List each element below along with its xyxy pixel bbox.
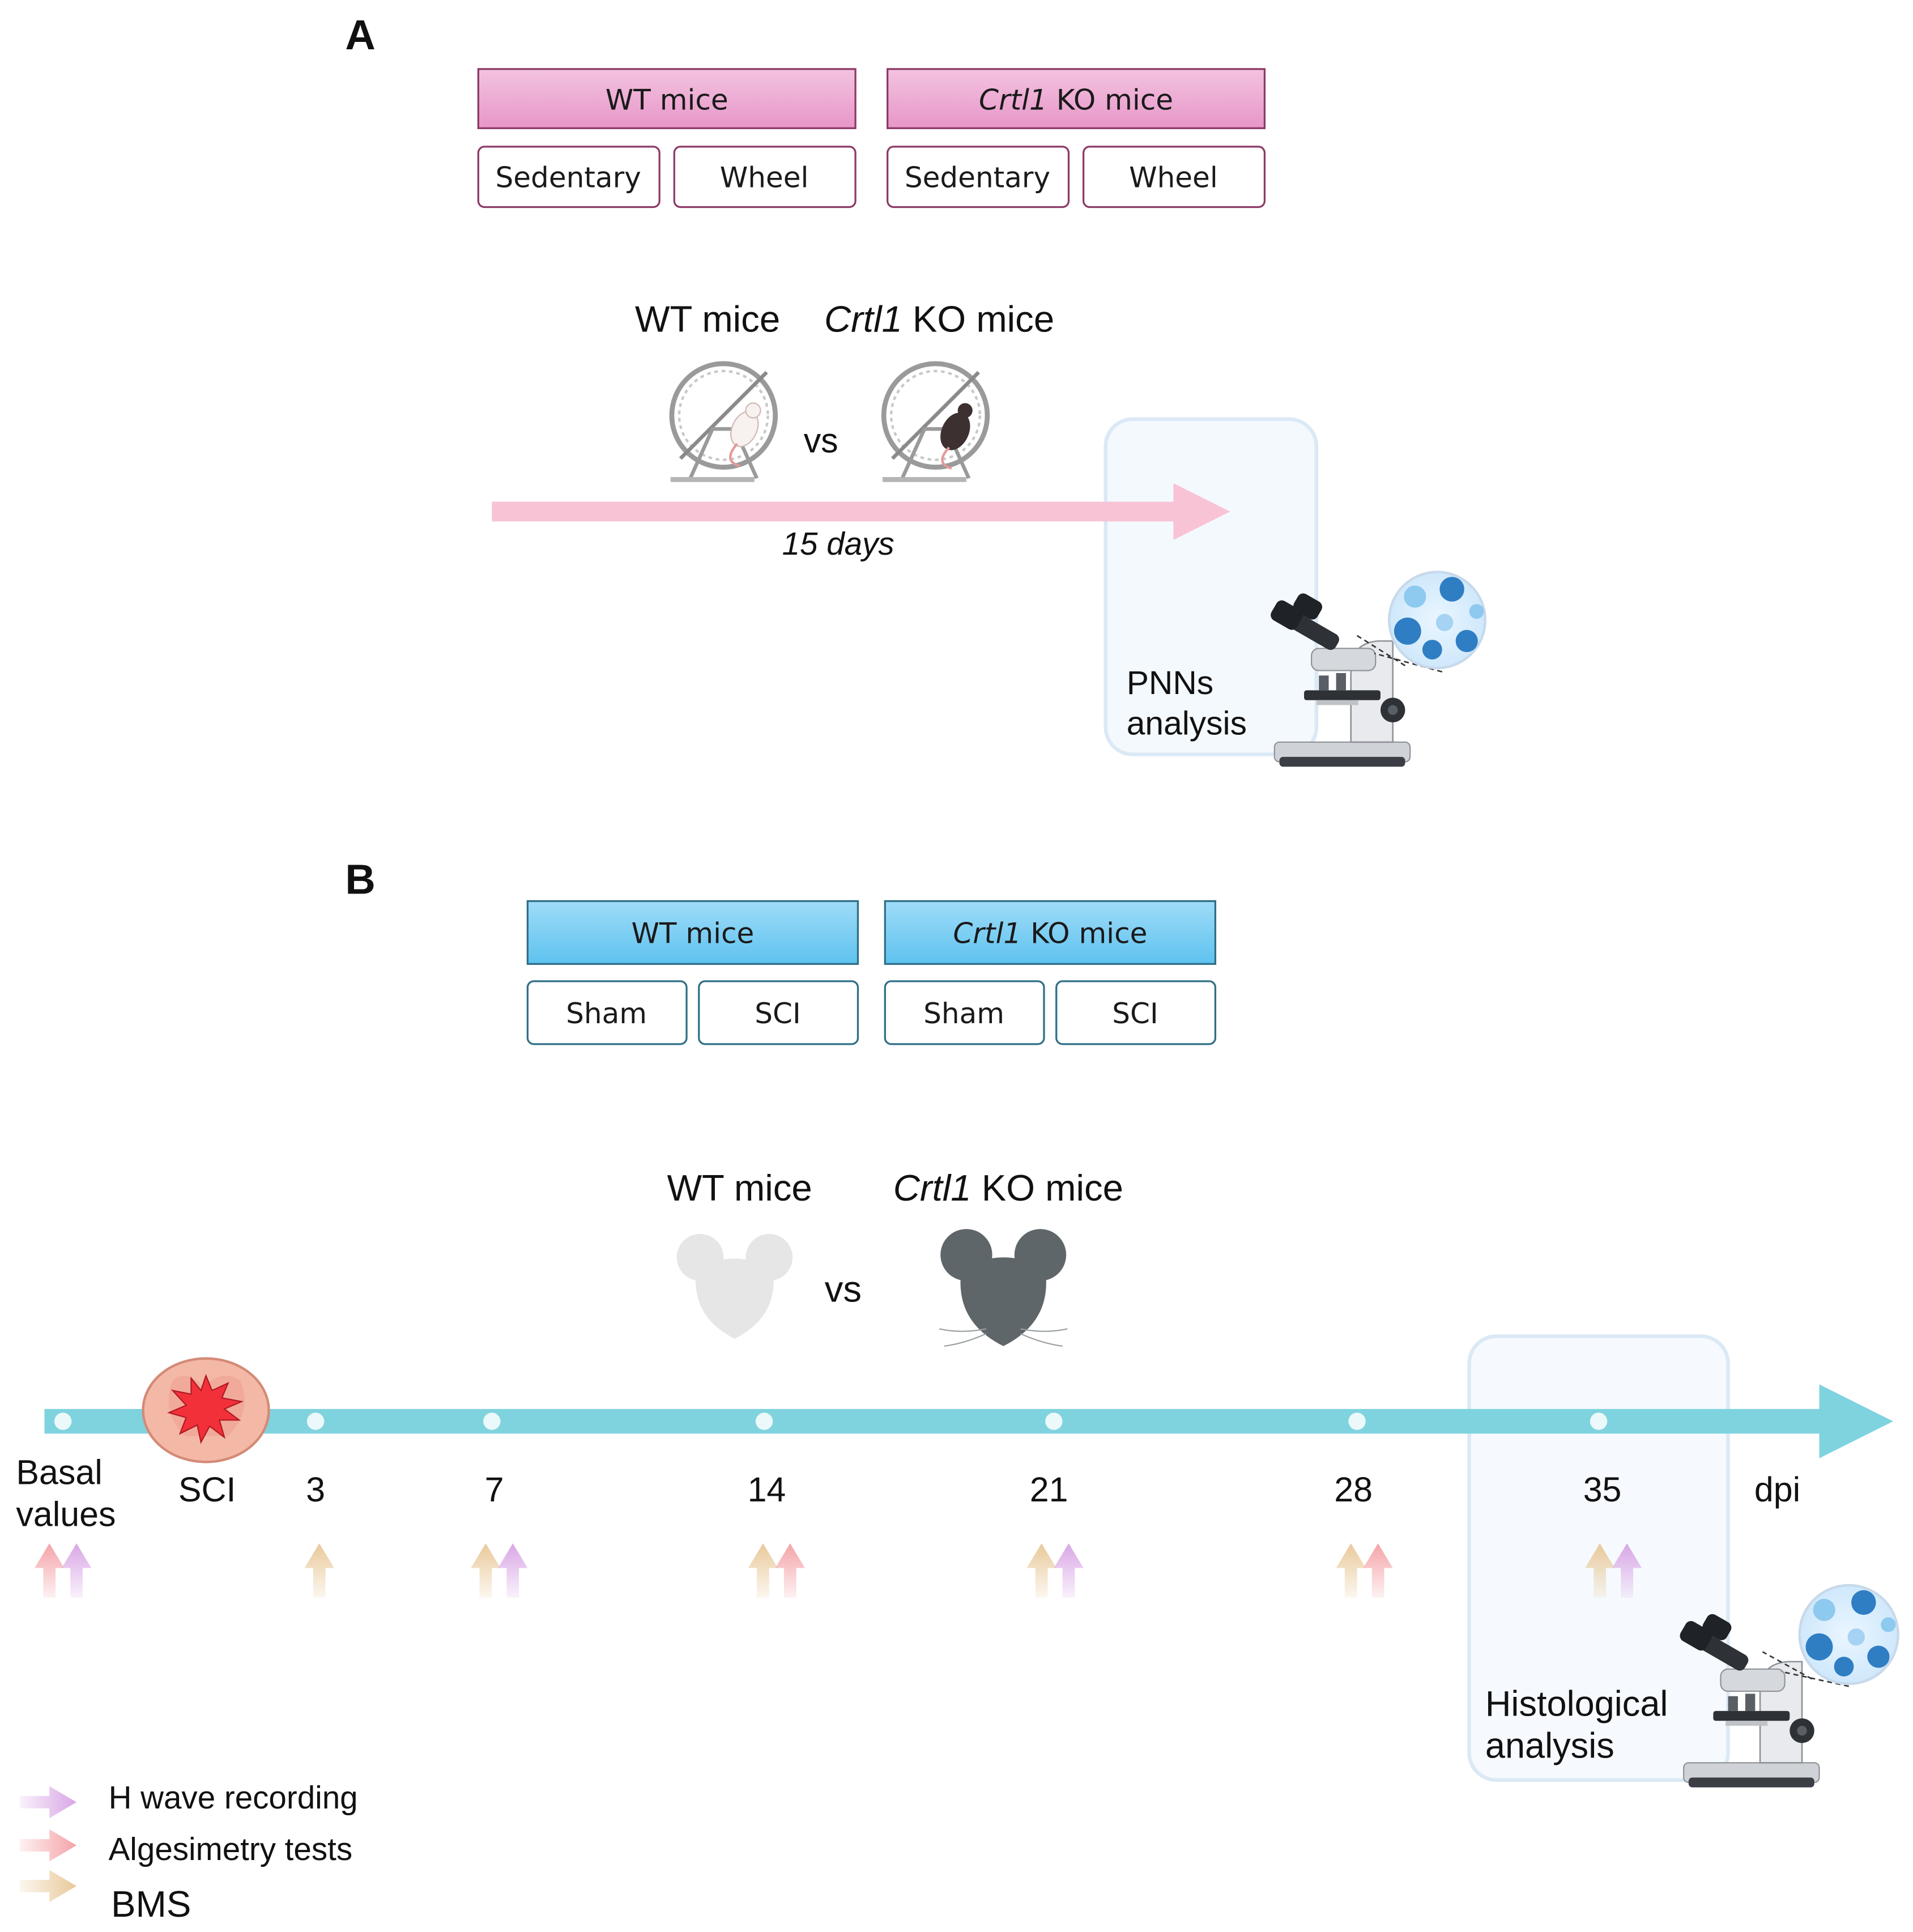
legend-label-algesimetry: Algesimetry tests: [109, 1831, 353, 1867]
test-arrow-bms: [1336, 1543, 1366, 1598]
test-arrow-h_wave: [1054, 1543, 1084, 1598]
subgroup-ko-sci-label: SCI: [1112, 997, 1158, 1030]
panel-b-label: B: [345, 856, 375, 903]
test-arrow-bms: [304, 1543, 334, 1598]
cells-magnified-icon: [1355, 571, 1487, 673]
group-header-wt: [477, 68, 857, 129]
timeline-dot: [54, 1412, 72, 1430]
panel-b-groups: WT mice Crtl1 KO mice Sham SCI Sham SCI: [526, 900, 1217, 1045]
panel-a-label: A: [345, 11, 375, 58]
timeline-dot: [483, 1412, 501, 1430]
panel-a-analysis-box: [1104, 417, 1319, 756]
legend-arrow-algesimetry-icon: [19, 1829, 77, 1862]
timeline-dot: [1590, 1412, 1608, 1430]
subgroup-ko-sham-label: Sham: [923, 997, 1004, 1030]
group-header-ko: [887, 68, 1266, 129]
timeline-dot: [306, 1412, 325, 1430]
subgroup-ko-wheel-label: Wheel: [1129, 161, 1218, 194]
test-arrow-h_wave: [498, 1543, 528, 1598]
panel-a-vs: vs: [804, 421, 838, 459]
subgroup-ko-wheel: [1082, 146, 1266, 208]
mouse-ko-icon: [939, 1229, 1068, 1347]
test-arrow-bms: [1026, 1543, 1056, 1598]
timeline-dot: [1348, 1412, 1366, 1430]
timepoint-label: 3: [306, 1470, 325, 1509]
timepoint-label: Basal: [16, 1453, 102, 1492]
legend-label-bms: BMS: [111, 1883, 191, 1925]
subgroup-ko-sedentary-label: Sedentary: [905, 161, 1050, 194]
test-arrow-bms: [748, 1543, 778, 1598]
test-arrow-bms: [471, 1543, 501, 1598]
test-arrow-bms: [1585, 1543, 1615, 1598]
panel-a-analysis-line1: PNNs: [1127, 665, 1213, 701]
timepoint-label-line2: values: [16, 1495, 116, 1534]
panel-a-analysis-line2: analysis: [1127, 705, 1247, 742]
spinal-cord-injury-icon: [142, 1357, 270, 1463]
subgroup-wt-sci: [698, 980, 859, 1045]
subgroup-wt-sedentary-label: Sedentary: [496, 161, 641, 194]
panel-a-wt-title: WT mice: [635, 298, 780, 339]
timeline-dots: [54, 1412, 1608, 1430]
subgroup-wt-sci-label: SCI: [755, 997, 800, 1030]
timepoint-label: 21: [1030, 1470, 1068, 1509]
subgroup-wt-wheel-label: Wheel: [720, 161, 809, 194]
test-arrow-algesimetry: [1363, 1543, 1393, 1598]
subgroup-ko-sci: [1055, 980, 1217, 1045]
subgroup-wt-wheel: [673, 146, 857, 208]
panel-a-duration: 15 days: [782, 526, 894, 561]
panel-a-ko-title: Crtl1 KO mice: [824, 298, 1054, 339]
group-header-ko-b-label: Crtl1 KO mice: [953, 917, 1147, 950]
timeline-axis-unit: dpi: [1754, 1470, 1800, 1509]
group-header-wt-b-label: WT mice: [631, 917, 754, 950]
group-header-wt-b: [526, 900, 859, 965]
test-arrow-algesimetry: [35, 1543, 65, 1598]
timepoint-label: 7: [485, 1470, 504, 1509]
panel-b-analysis-line2: analysis: [1485, 1726, 1614, 1766]
subgroup-ko-sham: [884, 980, 1045, 1045]
group-header-ko-label: Crtl1 KO mice: [979, 84, 1173, 117]
group-header-ko-b: [884, 900, 1217, 965]
panel-a-groups: WT mice Crtl1 KO mice Sedentary Wheel Se…: [477, 68, 1266, 208]
panel-b-ko-title: Crtl1 KO mice: [893, 1167, 1123, 1208]
legend-arrow-h_wave-icon: [19, 1786, 77, 1819]
timepoint-label: 35: [1583, 1470, 1622, 1509]
timepoint-label: 28: [1334, 1470, 1373, 1509]
test-arrow-algesimetry: [775, 1543, 805, 1598]
timepoint-label: 14: [748, 1470, 786, 1509]
subgroup-wt-sham: [526, 980, 688, 1045]
mouse-wt-icon: [676, 1233, 793, 1339]
subgroup-wt-sham-label: Sham: [566, 997, 647, 1030]
legend-arrow-bms-icon: [19, 1870, 77, 1903]
test-arrow-h_wave: [1612, 1543, 1642, 1598]
cells-magnified-b-icon: [1762, 1584, 1899, 1687]
test-arrow-h_wave: [61, 1543, 92, 1598]
timeline-dot: [755, 1412, 773, 1430]
timeline-dot: [1045, 1412, 1063, 1430]
panel-a-timeline-arrow: [492, 483, 1230, 540]
panel-b-vs: vs: [825, 1269, 862, 1310]
panel-b-analysis-line1: Histological: [1485, 1684, 1668, 1724]
legend-label-h_wave: H wave recording: [109, 1780, 358, 1815]
timeline-test-arrows: [35, 1543, 1642, 1598]
running-wheel-ko-icon: [881, 361, 990, 482]
running-wheel-wt-icon: [669, 361, 778, 482]
panel-b-timeline-arrow: [44, 1384, 1894, 1458]
subgroup-wt-sedentary: [477, 146, 661, 208]
group-header-wt-label: WT mice: [606, 84, 728, 117]
panel-b-wt-title: WT mice: [667, 1167, 812, 1208]
subgroup-ko-sedentary: [887, 146, 1070, 208]
timepoint-label: SCI: [178, 1470, 236, 1509]
